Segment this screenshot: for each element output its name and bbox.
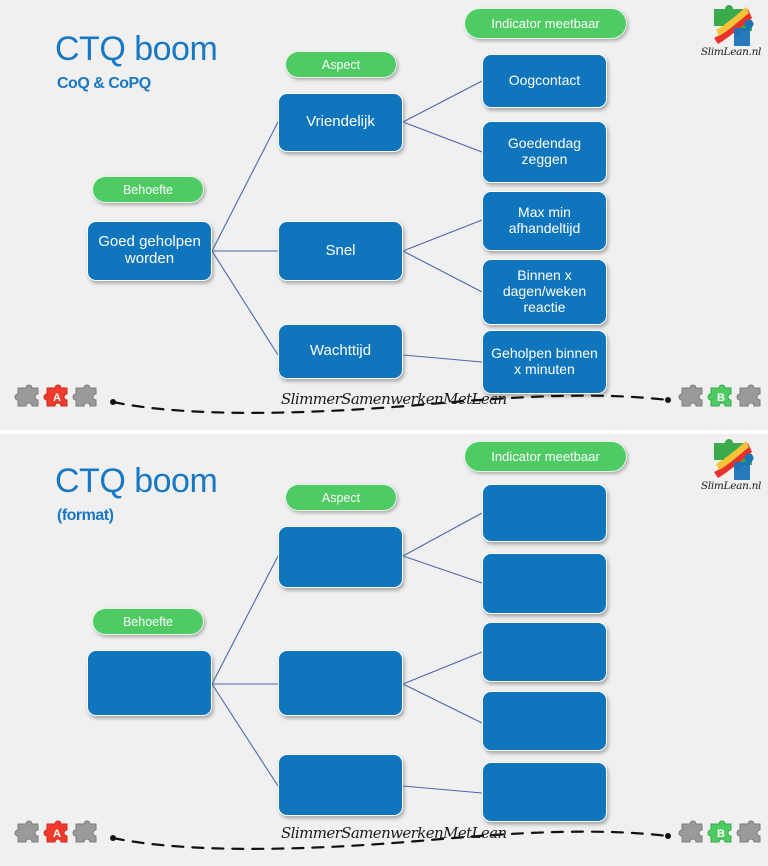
footer-puzzle-left: A <box>12 816 104 858</box>
puzzle-piece-icon-active <box>43 820 68 843</box>
puzzle-piece-icon <box>678 384 703 407</box>
page-title: CTQ boom <box>55 30 218 68</box>
puzzle-piece-icon <box>736 820 761 843</box>
dashed-connector-line <box>110 830 671 850</box>
puzzle-piece-icon <box>72 384 97 407</box>
node-aspect-3[interactable]: Wachttijd <box>278 324 403 379</box>
puzzle-piece-icon <box>14 384 39 407</box>
slide-divider <box>0 430 768 434</box>
puzzle-piece-icon <box>736 384 761 407</box>
node-indicator-4[interactable] <box>482 691 607 751</box>
brand-logo: SlimLean.nl <box>700 438 762 500</box>
puzzle-letter-b: B <box>717 392 725 404</box>
puzzle-piece-icon-active <box>707 384 732 407</box>
puzzle-piece-icon <box>14 820 39 843</box>
puzzle-piece-icon-active <box>43 384 68 407</box>
brand-logo-text: SlimLean.nl <box>700 46 762 58</box>
node-aspect-1[interactable] <box>278 526 403 588</box>
node-indicator-5[interactable] <box>482 762 607 822</box>
node-indicator-1[interactable]: Oogcontact <box>482 54 607 108</box>
node-indicator-3[interactable] <box>482 622 607 682</box>
column-label-indicator: Indicator meetbaar <box>464 441 627 472</box>
column-label-aspect: Aspect <box>285 484 397 511</box>
column-label-behoefte: Behoefte <box>92 608 204 635</box>
node-aspect-1[interactable]: Vriendelijk <box>278 93 403 152</box>
brand-logo: SlimLean.nl <box>700 4 762 66</box>
slide-ctq-boom-format: CTQ boom (format) Behoefte Aspect Indica… <box>0 434 768 866</box>
node-indicator-1[interactable] <box>482 484 607 542</box>
page-title: CTQ boom <box>55 462 218 500</box>
page-subtitle: CoQ & CoPQ <box>57 75 151 92</box>
column-label-aspect: Aspect <box>285 51 397 78</box>
column-label-behoefte: Behoefte <box>92 176 204 203</box>
node-indicator-2[interactable]: Goedendag zeggen <box>482 121 607 183</box>
page-subtitle: (format) <box>57 507 114 524</box>
puzzle-letter-b: B <box>717 828 725 840</box>
puzzle-piece-logo-icon <box>714 439 754 480</box>
node-indicator-2[interactable] <box>482 553 607 614</box>
node-indicator-4[interactable]: Binnen x dagen/weken reactie <box>482 259 607 325</box>
brand-logo-text: SlimLean.nl <box>700 480 762 492</box>
footer-puzzle-right: B <box>676 380 768 422</box>
node-aspect-2[interactable]: Snel <box>278 221 403 281</box>
column-label-indicator: Indicator meetbaar <box>464 8 627 39</box>
script-tagline: SlimmerSamenwerkenMetLean <box>281 390 507 408</box>
footer-puzzle-left: A <box>12 380 104 422</box>
node-aspect-2[interactable] <box>278 650 403 716</box>
dashed-connector-line <box>110 394 671 414</box>
puzzle-piece-icon-active <box>707 820 732 843</box>
slide-ctq-boom-example: CTQ boom CoQ & CoPQ Behoefte Aspect Indi… <box>0 0 768 430</box>
node-indicator-5[interactable]: Geholpen binnen x minuten <box>482 330 607 394</box>
puzzle-piece-icon <box>678 820 703 843</box>
node-aspect-3[interactable] <box>278 754 403 816</box>
node-need[interactable] <box>87 650 212 716</box>
puzzle-piece-logo-icon <box>714 5 754 46</box>
puzzle-letter-a: A <box>53 392 61 404</box>
node-need[interactable]: Goed geholpen worden <box>87 221 212 281</box>
puzzle-piece-icon <box>72 820 97 843</box>
node-indicator-3[interactable]: Max min afhandeltijd <box>482 191 607 251</box>
footer-bottom: A SlimmerSamenwerkenMetLean B <box>0 810 768 866</box>
footer-puzzle-right: B <box>676 816 768 858</box>
puzzle-letter-a: A <box>53 828 61 840</box>
footer-top: A SlimmerSamenwerkenMetLean B <box>0 374 768 430</box>
script-tagline: SlimmerSamenwerkenMetLean <box>281 824 507 842</box>
